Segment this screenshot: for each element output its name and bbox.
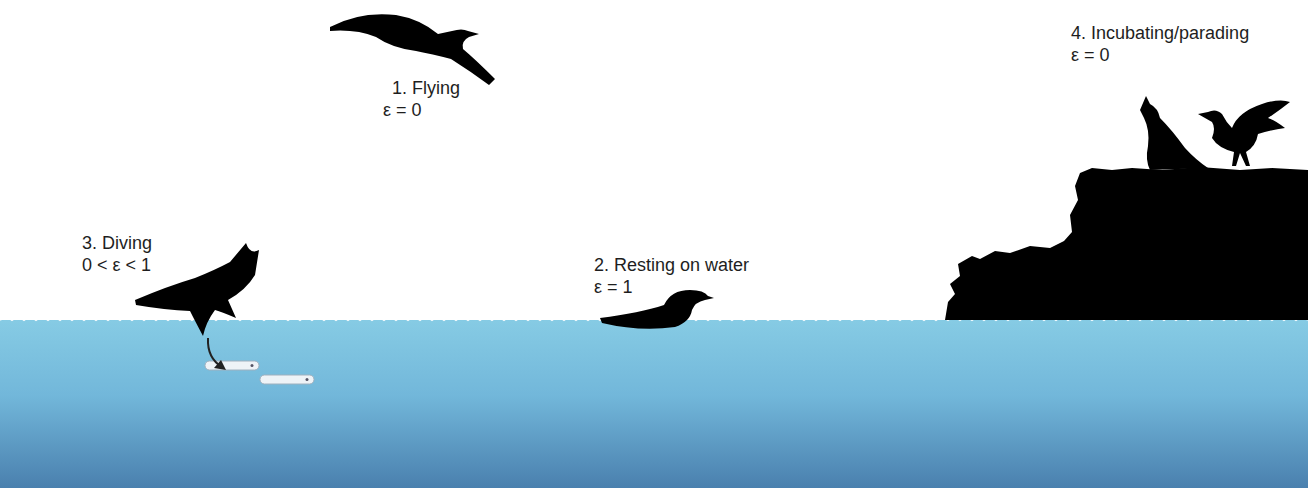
epsilon-value: ε = 1	[594, 276, 633, 298]
behaviour-label: 2. Resting on water	[594, 254, 749, 276]
fish-eye	[251, 364, 254, 367]
fish	[205, 361, 259, 370]
fish	[260, 375, 314, 384]
epsilon-value: ε = 0	[383, 99, 422, 121]
arrow-head	[214, 360, 226, 370]
fish-eye	[306, 378, 309, 381]
cliff	[945, 167, 1308, 320]
sea	[0, 320, 1308, 488]
parading-bird	[1198, 100, 1290, 166]
behaviour-label: 1. Flying	[392, 77, 460, 99]
flying-bird	[330, 14, 495, 85]
behaviour-label: 3. Diving	[82, 232, 152, 254]
behaviour-label: 4. Incubating/parading	[1071, 22, 1249, 44]
epsilon-value: ε = 0	[1071, 44, 1110, 66]
incubating-bird	[1140, 96, 1208, 170]
diving-bird	[135, 243, 259, 336]
epsilon-value: 0 < ε < 1	[82, 254, 151, 276]
